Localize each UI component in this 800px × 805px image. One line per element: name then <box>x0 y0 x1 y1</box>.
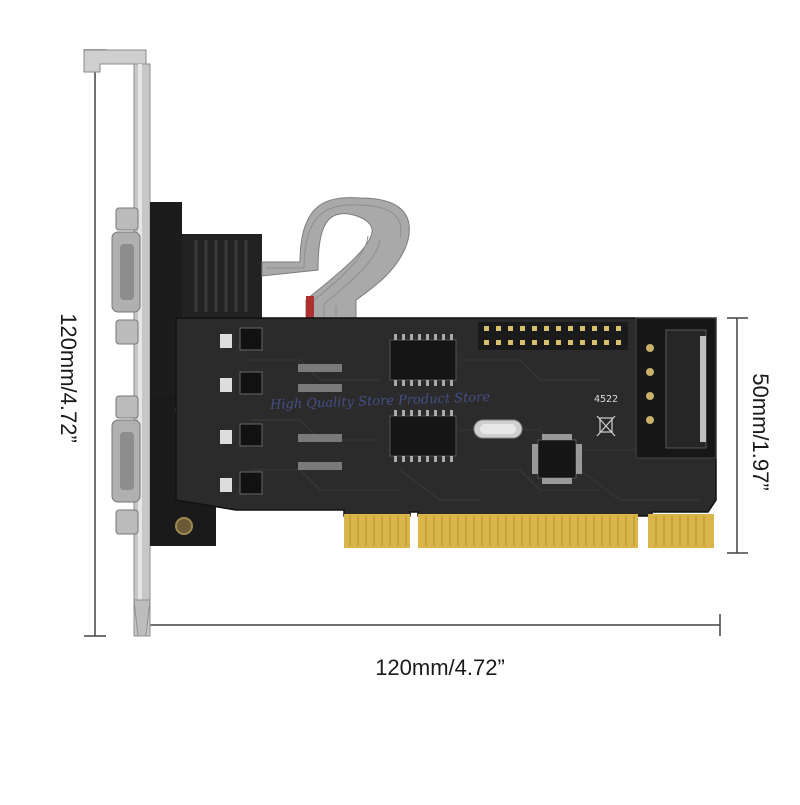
crystal-oscillator <box>473 419 523 439</box>
width-dimension-label: 120mm/4.72” <box>375 655 505 680</box>
sata-power-connector <box>635 317 717 459</box>
pci-gold-fingers <box>344 514 714 548</box>
ic-chip-controller <box>532 434 582 484</box>
board-code-text: 4522 <box>594 394 618 405</box>
ic-chip-middle <box>389 410 457 462</box>
pin-header <box>478 322 628 350</box>
ic-chip-top <box>389 334 457 386</box>
dimension-lines <box>84 49 748 637</box>
board-height-dimension-label: 50mm/1.97” <box>748 373 773 491</box>
weee-bin-icon <box>596 415 616 437</box>
jumper-blocks <box>220 327 263 495</box>
db9-serial-connector-top <box>111 207 141 345</box>
height-dimension-label: 120mm/4.72” <box>56 313 81 443</box>
db9-serial-connector-bottom <box>111 395 141 535</box>
capacitor-pads <box>298 364 342 470</box>
